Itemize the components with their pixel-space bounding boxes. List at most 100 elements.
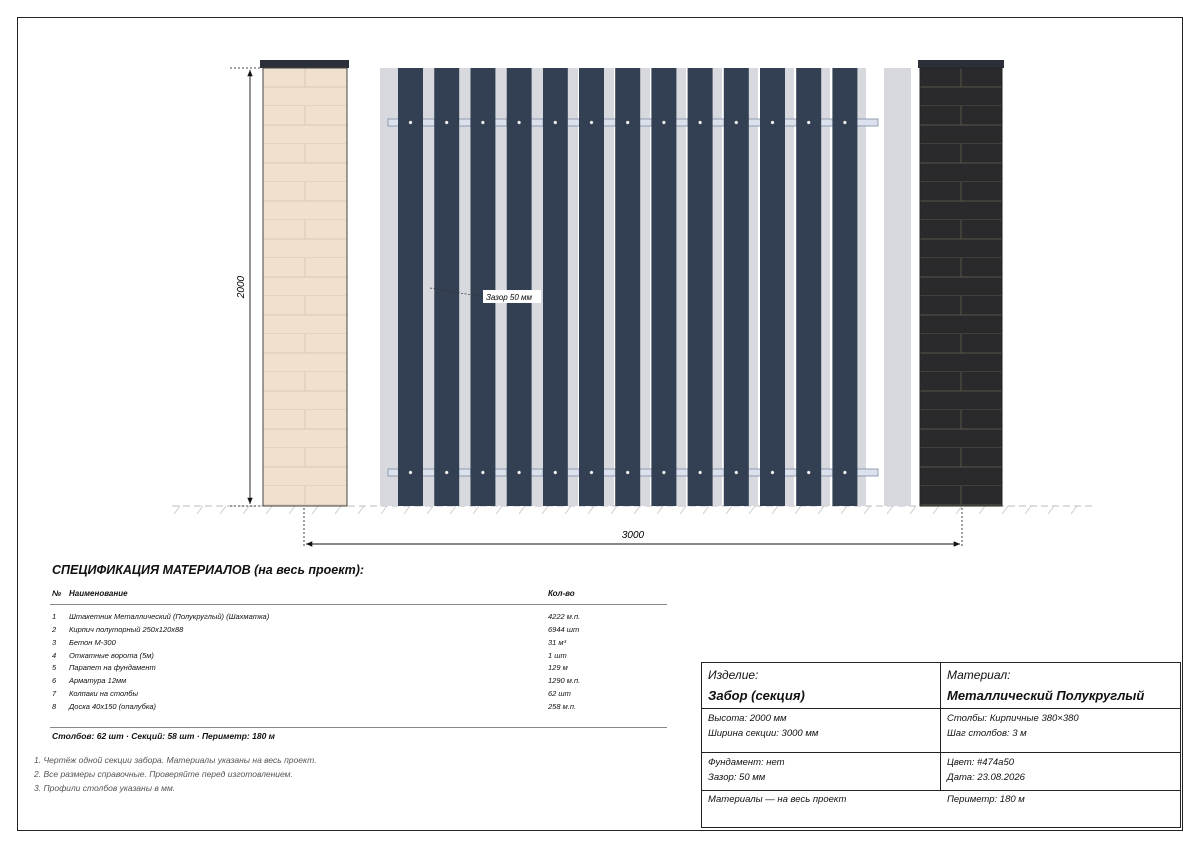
section-width-value: Ширина секции: 3000 мм <box>708 728 819 739</box>
ground-hatch-mark <box>403 505 411 515</box>
screw <box>517 470 521 475</box>
spec-row: 3 Бетон М-300 31 м³ <box>0 638 700 650</box>
ground-hatch-mark <box>932 505 940 515</box>
back-picket <box>886 68 911 506</box>
spec-row-name: Парапет на фундамент <box>69 663 156 672</box>
screw <box>770 470 775 475</box>
ground-hatch-mark <box>817 505 825 515</box>
ground-hatch-mark <box>771 505 779 515</box>
fence-drawing: 2000 3000 Зазор 50 мм <box>172 60 1095 548</box>
front-picket <box>651 68 677 506</box>
spec-header-divider <box>50 604 667 605</box>
gap-callout-leader <box>429 287 485 298</box>
title-block: Изделие: Забор (секция) Материал: Металл… <box>701 662 1181 828</box>
ground-hatch-mark <box>357 505 365 515</box>
spec-col-name: Наименование <box>69 589 128 598</box>
product-label: Изделие: <box>708 668 759 682</box>
pillar-step-value: Шаг столбов: 3 м <box>947 728 1027 739</box>
ground-hatch-mark <box>288 505 296 515</box>
spec-row-qty: 31 м³ <box>548 638 567 647</box>
front-picket <box>470 68 496 506</box>
spec-col-qty: Кол-во <box>548 589 575 598</box>
spec-row-qty: 1 шт <box>548 651 567 660</box>
screw <box>408 470 413 475</box>
pillars-value: Столбы: Кирпичные 380×380 <box>947 713 1079 724</box>
screw <box>589 120 594 125</box>
ground-hatch-mark <box>702 505 710 515</box>
ground-hatch-mark <box>633 505 641 515</box>
ground-hatch <box>173 505 1078 515</box>
spec-row-name: Бетон М-300 <box>69 638 116 647</box>
ground-hatch-mark <box>610 505 618 515</box>
ground-hatch-mark <box>863 505 871 515</box>
screw <box>589 470 594 475</box>
back-picket <box>380 68 398 506</box>
spec-row-number: 6 <box>52 676 57 685</box>
spec-row: 2 Кирпич полуторный 250х120х88 6944 шт <box>0 625 700 637</box>
spec-row-name: Кирпич полуторный 250х120х88 <box>69 625 184 634</box>
width-dimension-label: 3000 <box>622 530 645 541</box>
screw <box>408 120 413 125</box>
screw <box>553 470 558 475</box>
ground-hatch-mark <box>978 505 986 515</box>
front-picket <box>760 68 785 506</box>
front-picket <box>687 68 713 506</box>
screw <box>444 470 449 475</box>
spec-summary: Столбов: 62 шт · Секций: 58 шт · Перимет… <box>52 731 275 741</box>
product-name: Забор (секция) <box>708 688 805 703</box>
material-name: Металлический Полукруглый <box>947 688 1145 703</box>
ground-hatch-mark <box>840 505 848 515</box>
right-pillar-cap <box>918 60 1004 68</box>
screw <box>481 470 485 475</box>
ground-hatch-mark <box>265 505 273 515</box>
front-picket <box>398 68 423 506</box>
spec-row-qty: 129 м <box>548 663 568 672</box>
ground-hatch-mark <box>1001 505 1009 515</box>
spec-row-number: 2 <box>52 625 57 634</box>
spec-row: 7 Колпаки на столбы 62 шт <box>0 689 700 701</box>
ground-hatch-mark <box>1024 505 1032 515</box>
screw <box>662 470 666 475</box>
ground-hatch-mark <box>242 505 250 515</box>
screw <box>444 120 449 125</box>
front-picket <box>832 68 858 506</box>
ground-hatch-mark <box>725 505 733 515</box>
screw <box>625 470 630 475</box>
screw <box>806 120 811 125</box>
ground-hatch-mark <box>334 505 342 515</box>
spec-row: 5 Парапет на фундамент 129 м <box>0 663 700 675</box>
fence-section <box>380 68 911 506</box>
gap-callout-label: Зазор 50 мм <box>486 293 533 302</box>
ground-hatch-mark <box>955 505 963 515</box>
note-3: 3. Профили столбов указаны в мм. <box>34 783 176 793</box>
screw <box>770 120 775 125</box>
front-picket <box>506 68 532 506</box>
screw <box>698 120 702 125</box>
screw <box>517 120 521 125</box>
spec-row-number: 8 <box>52 702 57 711</box>
ground-hatch-mark <box>794 505 802 515</box>
spec-row: 6 Арматура 12мм 1290 м.п. <box>0 676 700 688</box>
spec-footer-divider <box>50 727 667 728</box>
ground-hatch-mark <box>196 505 204 515</box>
spec-title: СПЕЦИФИКАЦИЯ МАТЕРИАЛОВ (на весь проект)… <box>52 563 365 577</box>
right-brick-pillar <box>919 67 1003 507</box>
left-brick-pillar <box>262 67 348 507</box>
ground-hatch-mark <box>426 505 434 515</box>
spec-row-number: 5 <box>52 663 57 672</box>
screw <box>843 470 847 475</box>
front-picket <box>615 68 641 506</box>
spec-row-qty: 4222 м.п. <box>548 612 581 621</box>
ground-hatch-mark <box>173 505 181 515</box>
screw <box>734 470 739 475</box>
screw <box>698 470 702 475</box>
gap-callout-box <box>483 290 541 303</box>
front-picket <box>542 68 568 506</box>
ground-hatch-mark <box>909 505 917 515</box>
ground-hatch-mark <box>495 505 503 515</box>
ground-hatch-mark <box>564 505 572 515</box>
spec-row-name: Доска 40х150 (опалубка) <box>69 702 157 711</box>
ground-hatch-mark <box>449 505 457 515</box>
ground-hatch-mark <box>656 505 664 515</box>
ground-hatch-mark <box>748 505 756 515</box>
